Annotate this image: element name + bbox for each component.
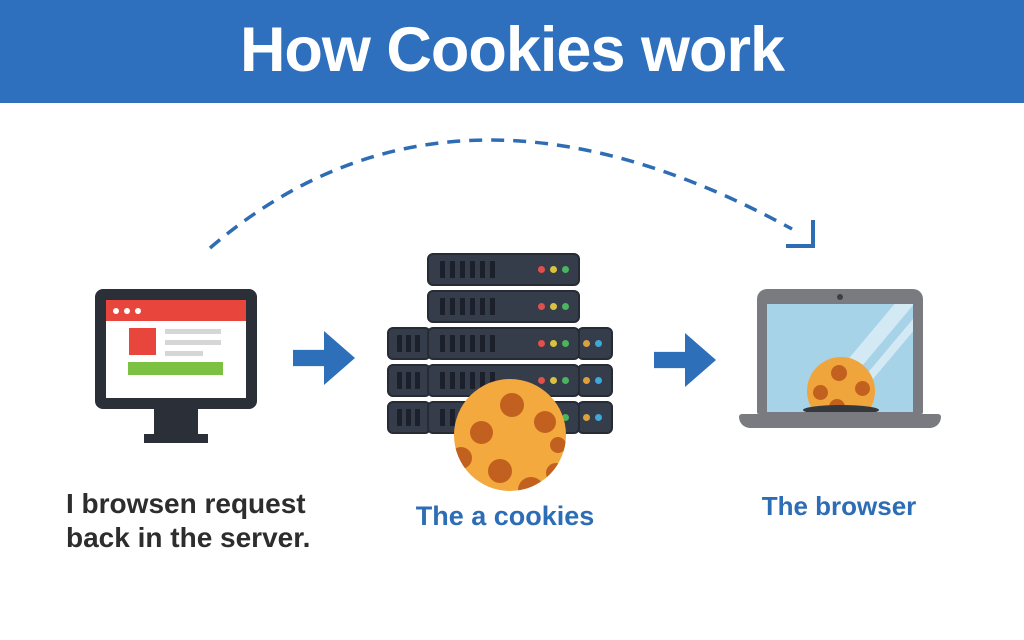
- caption-line: I browsen request: [66, 488, 306, 519]
- server-rack-unit: [577, 401, 613, 434]
- desktop-browser-icon: [95, 289, 257, 443]
- rack-led-lights: [538, 266, 569, 273]
- rack-led-lights: [583, 340, 602, 347]
- content-banner-block: [128, 362, 223, 375]
- monitor-stand-base: [144, 434, 208, 443]
- caption-line: back in the server.: [66, 522, 311, 554]
- led-red-icon: [538, 303, 545, 310]
- rack-vents: [397, 409, 420, 426]
- caption-cookies: The a cookies: [415, 501, 595, 531]
- led-amber-icon: [583, 414, 590, 421]
- toolbar-dot-icon: [124, 307, 130, 314]
- browser-toolbar: [106, 300, 246, 321]
- chocolate-chip: [855, 381, 870, 396]
- rack-led-lights: [583, 377, 602, 384]
- led-red-icon: [538, 340, 545, 347]
- laptop-base: [739, 414, 941, 428]
- led-amber-icon: [583, 377, 590, 384]
- laptop-lid: [757, 289, 923, 414]
- right-arrow-icon: [654, 333, 716, 387]
- led-red-icon: [538, 377, 545, 384]
- content-text-line: [165, 329, 221, 334]
- laptop-icon: [739, 289, 941, 429]
- server-rack-unit: [577, 327, 613, 360]
- cookie-icon: [454, 379, 566, 491]
- chocolate-chip: [470, 421, 493, 444]
- server-rack-column-left: [387, 327, 431, 438]
- led-yellow-icon: [550, 303, 557, 310]
- chocolate-chip: [488, 459, 512, 483]
- led-blue-icon: [595, 414, 602, 421]
- server-rack-unit: [387, 327, 431, 360]
- monitor-stand-neck: [154, 409, 198, 434]
- rack-vents: [440, 298, 498, 315]
- server-rack-unit: [577, 364, 613, 397]
- led-blue-icon: [595, 340, 602, 347]
- rack-led-lights: [538, 340, 569, 347]
- server-rack-icon: [387, 253, 613, 453]
- chocolate-chip: [831, 365, 847, 381]
- led-yellow-icon: [550, 266, 557, 273]
- server-rack-unit: [427, 253, 580, 286]
- led-green-icon: [562, 303, 569, 310]
- led-green-icon: [562, 266, 569, 273]
- rack-led-lights: [583, 414, 602, 421]
- led-yellow-icon: [550, 377, 557, 384]
- led-green-icon: [562, 340, 569, 347]
- chocolate-chip: [518, 477, 544, 491]
- server-rack-column-right: [577, 327, 613, 438]
- chocolate-chip: [500, 393, 524, 417]
- webcam-dot-icon: [837, 294, 843, 300]
- cookie-shadow: [803, 405, 879, 412]
- rack-vents: [397, 372, 420, 389]
- monitor-screen: [106, 300, 246, 398]
- rack-vents: [440, 335, 498, 352]
- content-image-block: [129, 328, 156, 355]
- toolbar-dot-icon: [113, 307, 119, 314]
- cookie-icon: [807, 357, 875, 412]
- rack-vents: [440, 261, 498, 278]
- led-green-icon: [562, 414, 569, 421]
- rack-led-lights: [538, 377, 569, 384]
- toolbar-dot-icon: [135, 307, 141, 314]
- led-green-icon: [562, 377, 569, 384]
- header-banner: How Cookies work: [0, 0, 1024, 103]
- monitor-frame: [95, 289, 257, 409]
- right-arrow-icon: [293, 331, 355, 385]
- led-yellow-icon: [550, 340, 557, 347]
- chocolate-chip: [534, 411, 556, 433]
- content-text-line: [165, 340, 221, 345]
- chocolate-chip: [813, 385, 828, 400]
- chocolate-chip: [550, 437, 566, 453]
- chocolate-chip: [546, 463, 566, 483]
- laptop-screen: [767, 304, 913, 412]
- server-rack-unit: [427, 327, 580, 360]
- content-text-line: [165, 351, 203, 356]
- led-blue-icon: [595, 377, 602, 384]
- server-rack-unit: [387, 364, 431, 397]
- server-rack-unit: [427, 290, 580, 323]
- server-rack-unit: [387, 401, 431, 434]
- rack-vents: [397, 335, 420, 352]
- page-title: How Cookies work: [239, 15, 785, 85]
- caption-browser-request: I browsen request back in the server.: [66, 487, 316, 555]
- rack-led-lights: [538, 303, 569, 310]
- chocolate-chip: [454, 447, 472, 469]
- caption-browser: The browser: [761, 491, 917, 521]
- led-amber-icon: [583, 340, 590, 347]
- led-red-icon: [538, 266, 545, 273]
